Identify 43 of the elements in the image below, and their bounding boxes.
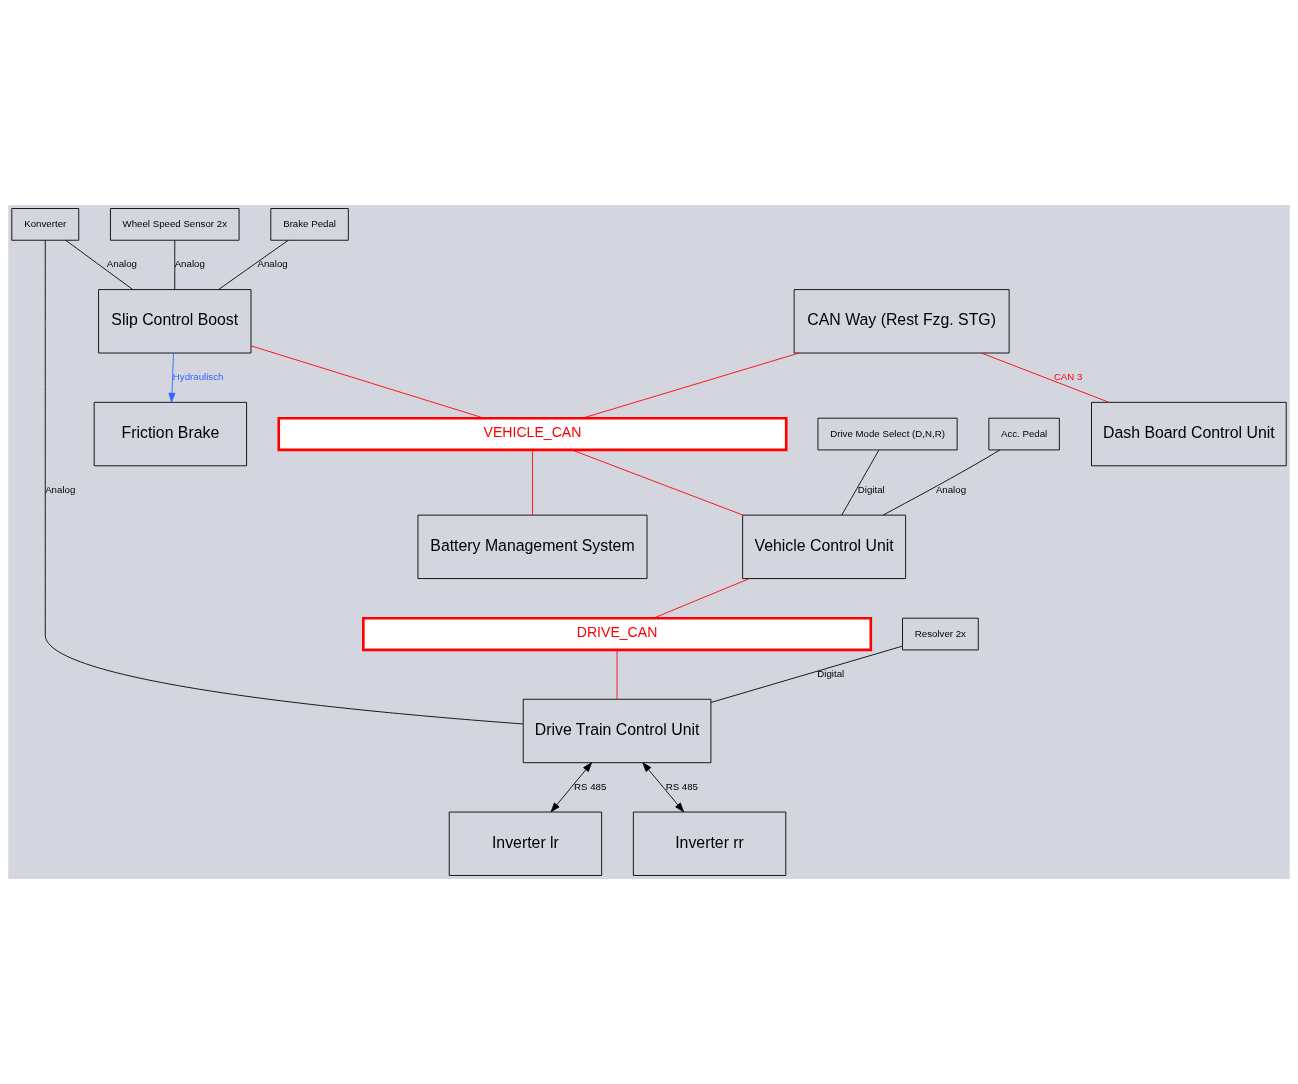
edge-label: Analog <box>174 258 205 270</box>
node-box: Drive Train Control Unit <box>522 698 712 764</box>
edge-label: Analog <box>257 258 288 270</box>
edge-label: Digital <box>857 483 885 495</box>
connector <box>981 352 1110 403</box>
node-box: VEHICLE_CAN <box>277 416 788 452</box>
edge-label: RS 485 <box>574 780 607 792</box>
connector <box>616 649 618 700</box>
node-box: Vehicle Control Unit <box>742 514 907 579</box>
node-box: Inverter rr <box>632 811 787 876</box>
edge-label: Digital <box>817 668 845 680</box>
connector <box>44 240 524 725</box>
arrow <box>642 762 685 813</box>
node-box: Wheel Speed Sensor 2x <box>110 208 240 241</box>
connector <box>65 239 134 290</box>
node-box: Acc. Pedal <box>988 417 1060 451</box>
connector <box>841 449 880 516</box>
node-box: Dash Board Control Unit <box>1091 401 1287 467</box>
node-box: Inverter lr <box>448 811 603 876</box>
node-box: Brake Pedal <box>270 208 349 241</box>
node-box: Konverter <box>11 208 80 241</box>
arrow <box>550 762 592 813</box>
edge-label: Analog <box>935 483 967 495</box>
node-box: Battery Management System <box>417 514 648 579</box>
node-box: CAN Way (Rest Fzg. STG) <box>793 289 1010 354</box>
edge-label: Analog <box>106 258 137 270</box>
connector <box>882 449 1001 516</box>
connector <box>174 240 176 290</box>
arrow <box>168 352 176 403</box>
connector <box>532 449 533 516</box>
connector <box>652 578 750 619</box>
node-box: Resolver 2x <box>902 617 979 651</box>
node-box: Friction Brake <box>93 401 247 467</box>
edge-label: CAN 3 <box>1053 371 1083 383</box>
node-box: DRIVE_CAN <box>362 616 873 652</box>
connector <box>710 645 903 703</box>
node-box: Drive Mode Select (D,N,R) <box>817 417 958 451</box>
edge-label: RS 485 <box>665 780 698 792</box>
edge-label: Hydraulisch <box>172 371 224 383</box>
connector <box>218 239 289 290</box>
connector <box>571 449 744 516</box>
connector <box>250 345 485 419</box>
node-box: Slip Control Boost <box>98 289 252 354</box>
